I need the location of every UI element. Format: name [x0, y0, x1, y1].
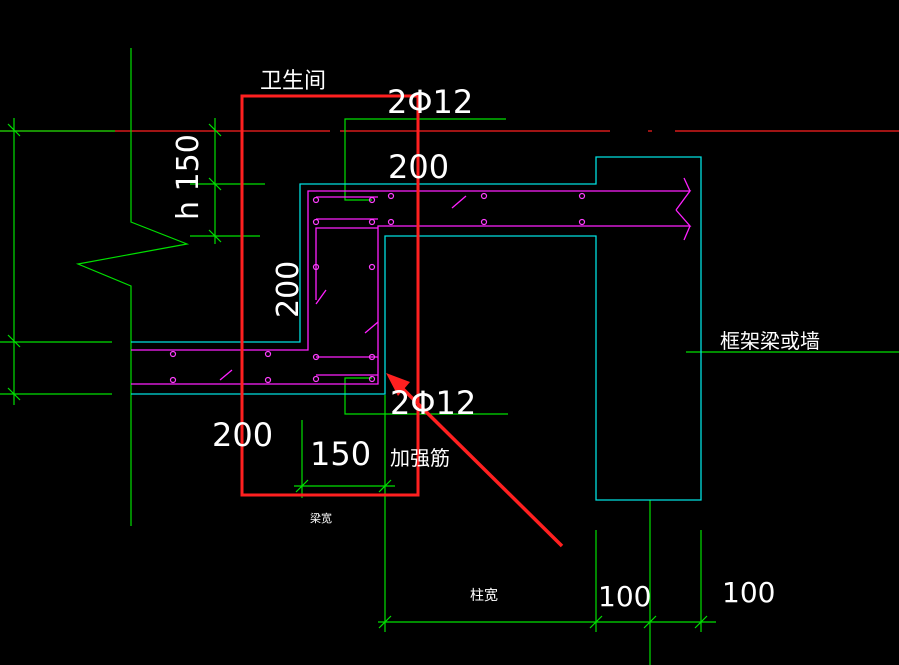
dim-100-right: 100 [722, 576, 775, 609]
beam-width-label: 梁宽 [310, 511, 332, 525]
dim-150: 150 [310, 435, 371, 473]
concrete-outline [131, 156, 702, 501]
highlight-box [240, 94, 420, 497]
dim-slab-thickness: h 150 [171, 134, 206, 220]
rebar-bottom-label: 2Φ12 [390, 384, 476, 422]
dim-200-bottom: 200 [212, 416, 273, 454]
dimension-lines [0, 48, 899, 665]
rebar-top-label: 2Φ12 [387, 83, 473, 121]
pointer-arrow [386, 373, 564, 548]
rebar [131, 177, 692, 385]
column-width-label: 柱宽 [470, 587, 498, 604]
frame-beam-or-wall-label: 框架梁或墙 [720, 329, 820, 353]
dim-200-top: 200 [388, 148, 449, 186]
bathroom-label: 卫生间 [260, 69, 326, 94]
dim-200-vertical: 200 [271, 261, 306, 318]
rebar-dots [169, 192, 586, 384]
dim-100-left: 100 [598, 580, 651, 613]
reinforcement-label: 加强筋 [390, 446, 450, 470]
